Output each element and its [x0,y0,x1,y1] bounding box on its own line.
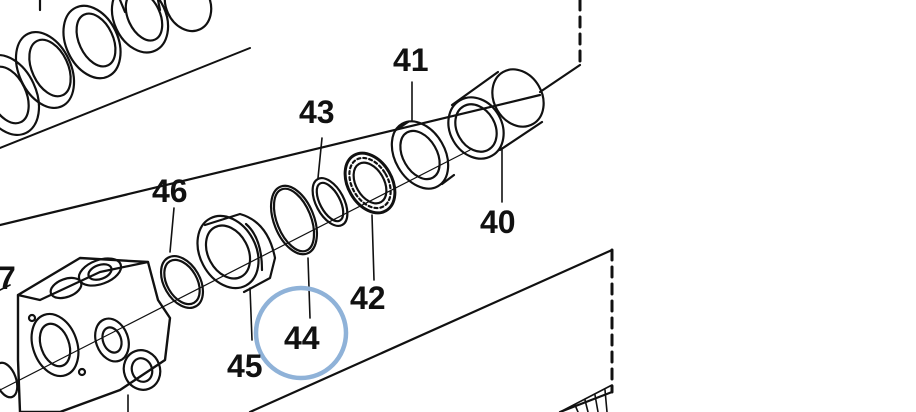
upper-boundary-lines [0,0,582,227]
part-44-o-ring [269,184,319,319]
part-41-bushing [390,81,456,190]
part-46-o-ring [159,207,205,309]
callout-44: 44 [284,320,320,356]
part-42-bearing [343,151,397,281]
highlight-circle-44 [253,285,349,381]
part-43-snap-ring [311,137,349,227]
part-40-sleeve [447,68,545,203]
callout-45: 45 [227,348,263,384]
upper-left-parts [0,0,213,136]
callout-43: 43 [299,94,335,130]
callout-47-partial: 7 [0,260,16,296]
callout-41: 41 [393,42,429,78]
lower-shaft [559,384,613,412]
callout-46: 46 [152,173,188,209]
callout-40: 40 [480,204,516,240]
part-47-housing [0,256,172,412]
callout-42: 42 [350,280,386,316]
part-45-gland [196,212,277,341]
